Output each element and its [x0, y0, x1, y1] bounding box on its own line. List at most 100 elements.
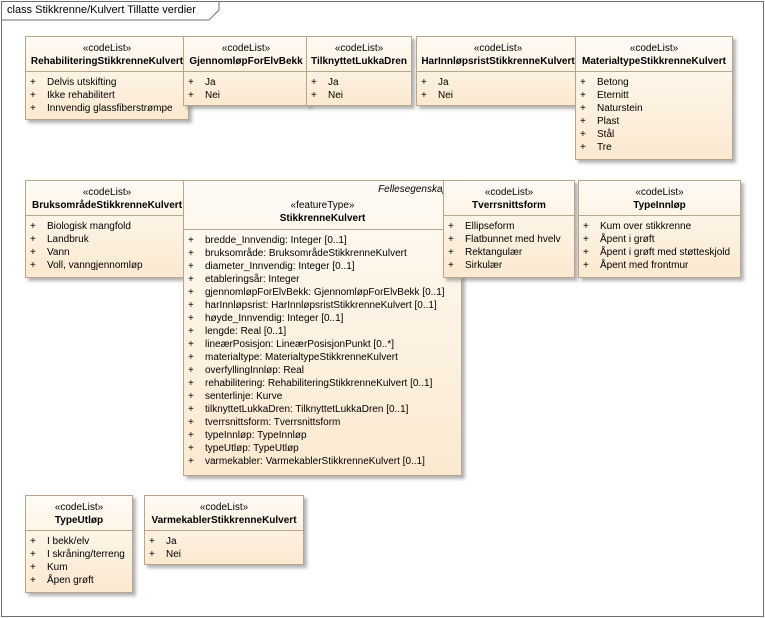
class-attribute[interactable]: +tverrsnittsform: Tverrsnittsform: [184, 416, 461, 429]
attribute-text: diameter_Innvendig: Integer [0..1]: [205, 261, 355, 272]
class-attribute[interactable]: +Nei: [417, 89, 579, 102]
class-attribute[interactable]: +harInnløpsrist: HarInnløpsristStikkrenn…: [184, 299, 461, 312]
class-attribute[interactable]: +senterlinje: Kurve: [184, 390, 461, 403]
class-attribute[interactable]: +typeInnløp: TypeInnløp: [184, 429, 461, 442]
class-typeinnlop[interactable]: «codeList»TypeInnløp+Kum over stikkrenne…: [578, 180, 741, 278]
class-name: GjennomløpForElvBekk: [189, 56, 303, 67]
class-stereotype: «featureType»: [290, 200, 355, 211]
class-stikkrennekulvert[interactable]: Fellesegenskaper«featureType»StikkrenneK…: [183, 180, 462, 476]
public-visibility-icon: +: [583, 221, 589, 232]
public-visibility-icon: +: [30, 90, 36, 101]
class-materialtype[interactable]: «codeList»MaterialtypeStikkrenneKulvert+…: [575, 36, 733, 160]
class-attribute[interactable]: +etableringsår: Integer: [184, 273, 461, 286]
class-attribute[interactable]: +Plast: [576, 115, 732, 128]
class-attribute[interactable]: +Nei: [184, 89, 308, 102]
class-harinnlop[interactable]: «codeList»HarInnløpsristStikkrenneKulver…: [416, 36, 580, 106]
class-attribute[interactable]: +Nei: [145, 548, 303, 561]
class-attribute[interactable]: +rehabilitering: RehabiliteringStikkrenn…: [184, 377, 461, 390]
class-attribute[interactable]: + Stål: [576, 128, 732, 141]
class-header: «featureType»StikkrenneKulvert: [184, 181, 461, 225]
class-tagged-values: Fellesegenskaper: [378, 184, 457, 195]
class-attribute[interactable]: +Landbruk: [26, 233, 188, 246]
class-attribute-list: +Biologisk mangfold+Landbruk+Vann+Voll, …: [26, 220, 188, 272]
class-attribute[interactable]: +materialtype: MaterialtypeStikkrenneKul…: [184, 351, 461, 364]
attribute-text: Naturstein: [597, 103, 643, 114]
class-typeutlop[interactable]: «codeList»TypeUtløp+I bekk/elv+I skrånin…: [25, 495, 133, 593]
attribute-text: Nei: [205, 90, 221, 101]
class-attribute[interactable]: +Ikke rehabilitert: [26, 89, 188, 102]
class-rehabilitering[interactable]: «codeList»RehabiliteringStikkrenneKulver…: [25, 36, 189, 120]
class-attribute[interactable]: +Kum: [26, 561, 132, 574]
class-attribute[interactable]: +Rektangulær: [444, 246, 574, 259]
public-visibility-icon: +: [30, 562, 36, 573]
attribute-text: Stål: [597, 129, 615, 140]
public-visibility-icon: +: [580, 129, 586, 140]
class-tverrsnittsform[interactable]: «codeList»Tverrsnittsform +Ellipseform+Fl…: [443, 180, 575, 278]
class-compartment-divider: [26, 71, 188, 72]
class-gjennomlop[interactable]: «codeList»GjennomløpForElvBekk+Ja+Nei: [183, 36, 309, 106]
public-visibility-icon: +: [188, 248, 194, 259]
class-attribute[interactable]: +Eternitt: [576, 89, 732, 102]
class-compartment-divider: [184, 71, 308, 72]
class-attribute[interactable]: + bruksområde: BruksområdeStikkrenneKulve…: [184, 247, 461, 260]
title-tab-shape: [1, 1, 220, 21]
class-attribute[interactable]: +Ja: [184, 76, 308, 89]
class-attribute[interactable]: +I skråning/terreng: [26, 548, 132, 561]
public-visibility-icon: +: [188, 443, 194, 454]
class-compartment-divider: [145, 530, 303, 531]
class-attribute[interactable]: +Tre: [576, 141, 732, 154]
class-header: «codeList»RehabiliteringStikkrenneKulver…: [26, 37, 188, 68]
attribute-text: I bekk/elv: [47, 536, 90, 547]
class-attribute[interactable]: +lineærPosisjon: LineærPosisjonPunkt [0.…: [184, 338, 461, 351]
class-attribute[interactable]: +Biologisk mangfold: [26, 220, 188, 233]
class-attribute[interactable]: +Flatbunnet med hvelv: [444, 233, 574, 246]
class-stereotype: «codeList»: [473, 43, 523, 54]
class-attribute[interactable]: +tilknyttetLukkaDren: TilknyttetLukkaDre…: [184, 403, 461, 416]
class-attribute[interactable]: +Ja: [417, 76, 579, 89]
class-attribute[interactable]: +diameter_Innvendig: Integer [0..1]: [184, 260, 461, 273]
class-attribute[interactable]: +Delvis utskifting: [26, 76, 188, 89]
class-attribute[interactable]: +I bekk/elv: [26, 535, 132, 548]
public-visibility-icon: +: [583, 260, 589, 271]
attribute-text: Flatbunnet med hvelv: [465, 234, 561, 245]
class-attribute[interactable]: +Åpen grøft: [26, 574, 132, 587]
class-attribute[interactable]: +Voll, vanngjennomløp: [26, 259, 188, 272]
class-attribute[interactable]: +Ja: [145, 535, 303, 548]
class-attribute[interactable]: +gjennomløpForElvBekk: GjennomløpForElvB…: [184, 286, 461, 299]
class-attribute[interactable]: +Naturstein: [576, 102, 732, 115]
class-attribute[interactable]: + Åpent med frontmur: [579, 259, 740, 272]
class-attribute[interactable]: +Betong: [576, 76, 732, 89]
public-visibility-icon: +: [311, 77, 317, 88]
class-attribute[interactable]: +lengde: Real [0..1]: [184, 325, 461, 338]
class-attribute[interactable]: +Nei: [307, 89, 411, 102]
class-attribute[interactable]: +Vann: [26, 246, 188, 259]
public-visibility-icon: +: [188, 430, 194, 441]
class-attribute-list: +Ja+Nei: [145, 535, 303, 561]
class-attribute[interactable]: +Innvendig glassfiberstrømpe: [26, 102, 188, 115]
class-attribute[interactable]: +typeUtløp: TypeUtløp: [184, 442, 461, 455]
class-attribute[interactable]: +Ellipseform: [444, 220, 574, 233]
public-visibility-icon: +: [580, 116, 586, 127]
class-attribute[interactable]: +bredde_Innvendig: Integer [0..1]: [184, 234, 461, 247]
class-attribute[interactable]: +Kum over stikkrenne: [579, 220, 740, 233]
attribute-text: Ellipseform: [465, 221, 515, 232]
attribute-text: bruksområde: BruksområdeStikkrenneKulver…: [205, 248, 407, 259]
class-compartment-divider: [184, 229, 461, 230]
public-visibility-icon: +: [188, 352, 194, 363]
class-attribute[interactable]: +overfyllingInnløp: Real: [184, 364, 461, 377]
public-visibility-icon: +: [188, 391, 194, 402]
class-bruksomrade[interactable]: «codeList»BruksområdeStikkrenneKulvert+B…: [25, 180, 189, 278]
class-attribute[interactable]: +Åpent i grøft: [579, 233, 740, 246]
attribute-text: Åpent med frontmur: [600, 260, 689, 271]
class-attribute[interactable]: +Ja: [307, 76, 411, 89]
class-attribute[interactable]: +høyde_Innvendig: Integer [0..1]: [184, 312, 461, 325]
class-attribute[interactable]: +varmekabler: VarmekablerStikkrenneKulve…: [184, 455, 461, 468]
class-varmekabler[interactable]: «codeList»VarmekablerStikkrenneKulvert+J…: [144, 495, 304, 565]
class-attribute[interactable]: +Sirkulær: [444, 259, 574, 272]
attribute-text: Ja: [166, 536, 177, 547]
public-visibility-icon: +: [188, 313, 194, 324]
class-tilknyttet[interactable]: «codeList»TilknyttetLukkaDren+Ja+Nei: [306, 36, 412, 106]
attribute-text: harInnløpsrist: HarInnløpsristStikkrenne…: [205, 300, 437, 311]
class-attribute[interactable]: +Åpent i grøft med støtteskjold: [579, 246, 740, 259]
class-header: «codeList»Tverrsnittsform: [444, 181, 574, 212]
